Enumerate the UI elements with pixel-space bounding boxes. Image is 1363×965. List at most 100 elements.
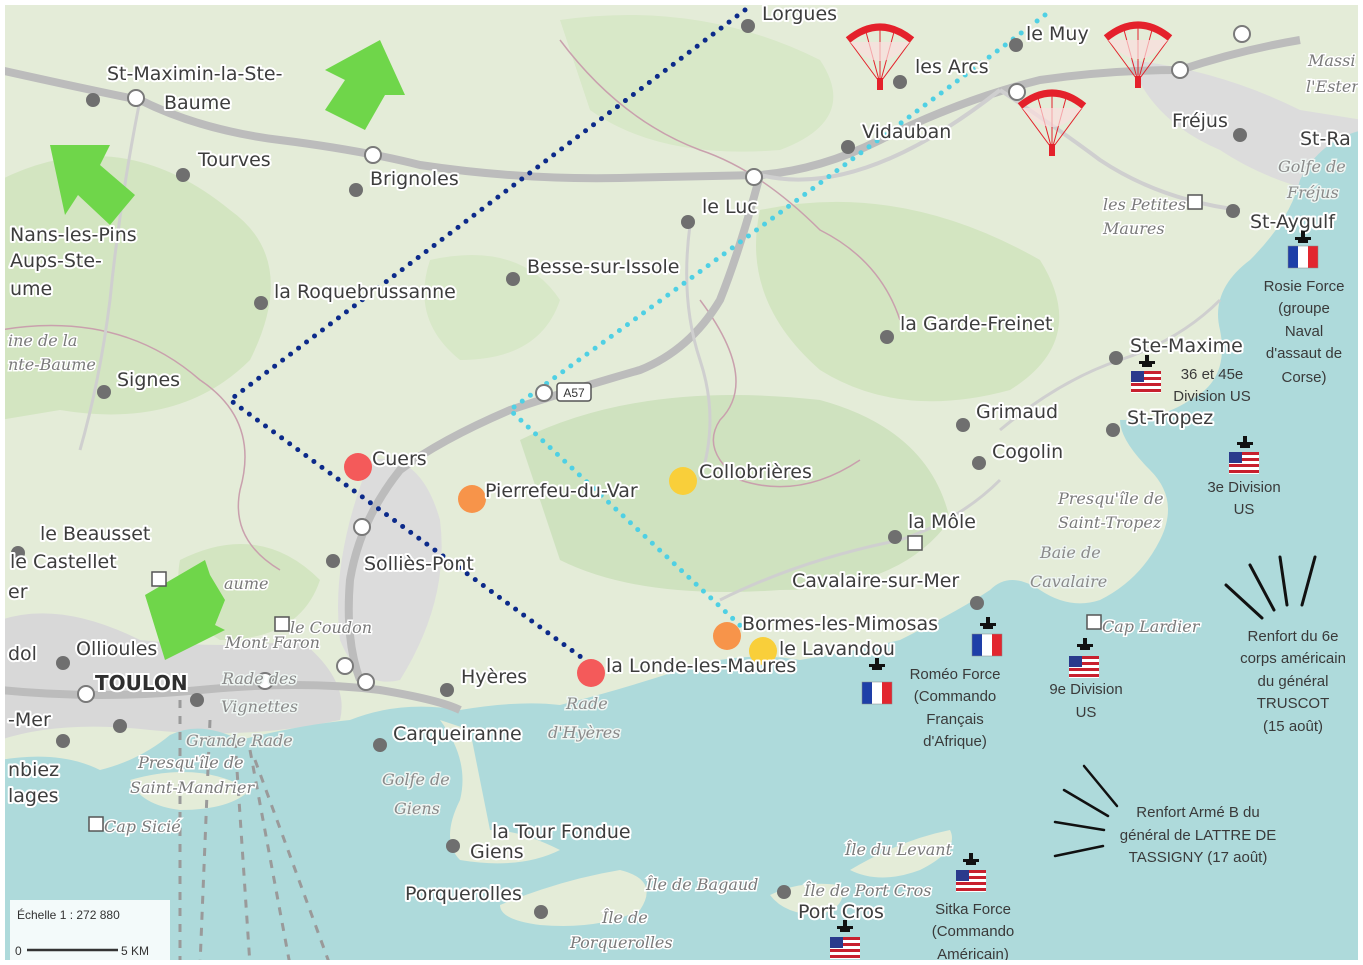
annotation-line: Division US [1173,388,1251,405]
sea-label: Cavalaire [1030,572,1107,591]
orange-dot-bormes [713,622,741,650]
place-label: Brignoles [370,168,459,190]
natural-label: les Petites [1103,195,1186,214]
place-label: St-Maximin-la-Ste- [107,63,282,85]
place-label: Ste-Maxime [1130,335,1243,357]
red-dot-la-londe [577,659,605,687]
sea-label: Grande Rade [186,731,293,750]
place-labels: Lorgues le Muy les Arcs Fréjus St-Maximi… [6,1,1353,925]
place-label: Cavalaire-sur-Mer [792,570,959,592]
front-line-dark [225,7,748,663]
annotation-line: TRUSCOT [1257,695,1330,712]
place-label: le Castellet [10,551,117,573]
motorway [0,36,1301,183]
annotation-line: 36 et 45e [1181,366,1244,383]
natural-label: l'Ester [1306,77,1360,96]
red-dot-cuers [344,453,372,481]
place-label: le Muy [1026,23,1089,45]
poi-markers [88,194,1203,832]
flag-france-icon [971,633,1003,657]
annotation-line: US [1234,501,1255,518]
annotation-us-9: 9e Division US [1049,681,1122,721]
flag-usa-icon [1229,452,1259,474]
place-label: Cogolin [992,441,1063,463]
advance-arrow-northwest [50,145,135,225]
place-label: er [8,581,28,603]
place-label: Solliès-Pont [364,553,474,575]
levant-island [850,830,952,878]
place-label: Cuers [372,448,427,470]
annotation-line: Américain) [937,946,1009,963]
road-junctions [77,25,1251,703]
place-label: la Roquebrussanne [274,281,456,303]
scale-zero: 0 [15,944,22,958]
sea-label: Golfe de [382,770,450,789]
annotation-line: 9e Division [1049,681,1122,698]
flag-usa-icon [830,937,860,959]
road [685,224,712,481]
natural-label: Île de Bagaud [645,874,758,894]
place-label: Pierrefeu-du-Var [485,480,638,502]
natural-label: Porquerolles [569,933,673,952]
natural-label: Saint-Tropez [1058,513,1162,532]
advance-arrow-north [325,40,405,130]
natural-label: Saint-Mandrier [130,778,255,797]
annotation-truscot: Renfort du 6e corps américain du général… [1240,628,1346,735]
natural-label: Cap Lardier [1102,617,1201,636]
annotation-line: général de LATTRE DE [1120,827,1276,844]
place-label: Lorgues [762,3,837,25]
flag-usa-icon [1069,656,1099,678]
place-label: Giens [470,841,524,863]
place-label: Signes [117,369,180,391]
sea [0,130,1363,965]
place-label: Port Cros [798,901,884,923]
sea-label: Rade des [221,669,297,688]
maritime-approach-lines [178,700,332,965]
annotation-line: US [1076,704,1097,721]
sea-label: Giens [394,799,440,818]
annotation-us-36-45: 36 et 45e Division US [1173,366,1251,405]
city-label-toulon: TOULON [95,671,188,695]
place-label: Carqueiranne [393,723,522,745]
sea-label: Vignettes [221,697,298,716]
place-label: ume [10,278,52,300]
sea-label: Golfe de [1278,157,1346,176]
forest-area [756,201,1060,402]
annotation-line: Corse) [1281,369,1326,386]
place-label: Bormes-les-Mimosas [742,613,938,635]
natural-label: ine de la [8,331,77,350]
annotation-line: Français [926,711,984,728]
place-label: le Lavandou [779,638,895,660]
yellow-dot-lavandou [749,637,777,665]
natural-label: Presqu'île de [137,753,244,772]
scale-distance: 5 KM [121,944,149,958]
sea-label: Baie de [1039,543,1101,562]
flag-france-icon [1287,245,1319,269]
motorway [344,173,764,682]
annotation-line: d'assaut de [1266,345,1342,362]
place-label: Vidauban [862,121,951,143]
place-label: Aups-Ste- [10,250,102,272]
reinforcement-strokes-lattre [1053,764,1119,858]
place-label: dol [8,643,37,665]
saint-mandrier [130,772,250,810]
place-label: Collobrières [699,461,812,483]
place-label: Tourves [197,149,271,171]
flag-usa-icon [956,870,986,892]
place-label: la Môle [908,511,976,533]
annotation-line: (groupe [1278,300,1330,317]
place-label: Besse-sur-Issole [527,256,679,278]
reinforcement-strokes-truscot [1224,555,1317,620]
sea-label: Rade [565,694,608,713]
place-label: Ollioules [76,638,157,660]
giens-peninsula [440,720,560,864]
place-label: Porquerolles [405,883,522,905]
place-label: St-Ra [1300,128,1351,150]
annotation-line: d'Afrique) [923,733,987,750]
annotation-us-3: 3e Division US [1207,479,1280,518]
sea-label: d'Hyères [548,723,620,742]
urban-area [1130,60,1363,200]
annotation-line: Renfort Armé B du [1136,804,1259,821]
flag-usa-icon [1131,371,1161,393]
